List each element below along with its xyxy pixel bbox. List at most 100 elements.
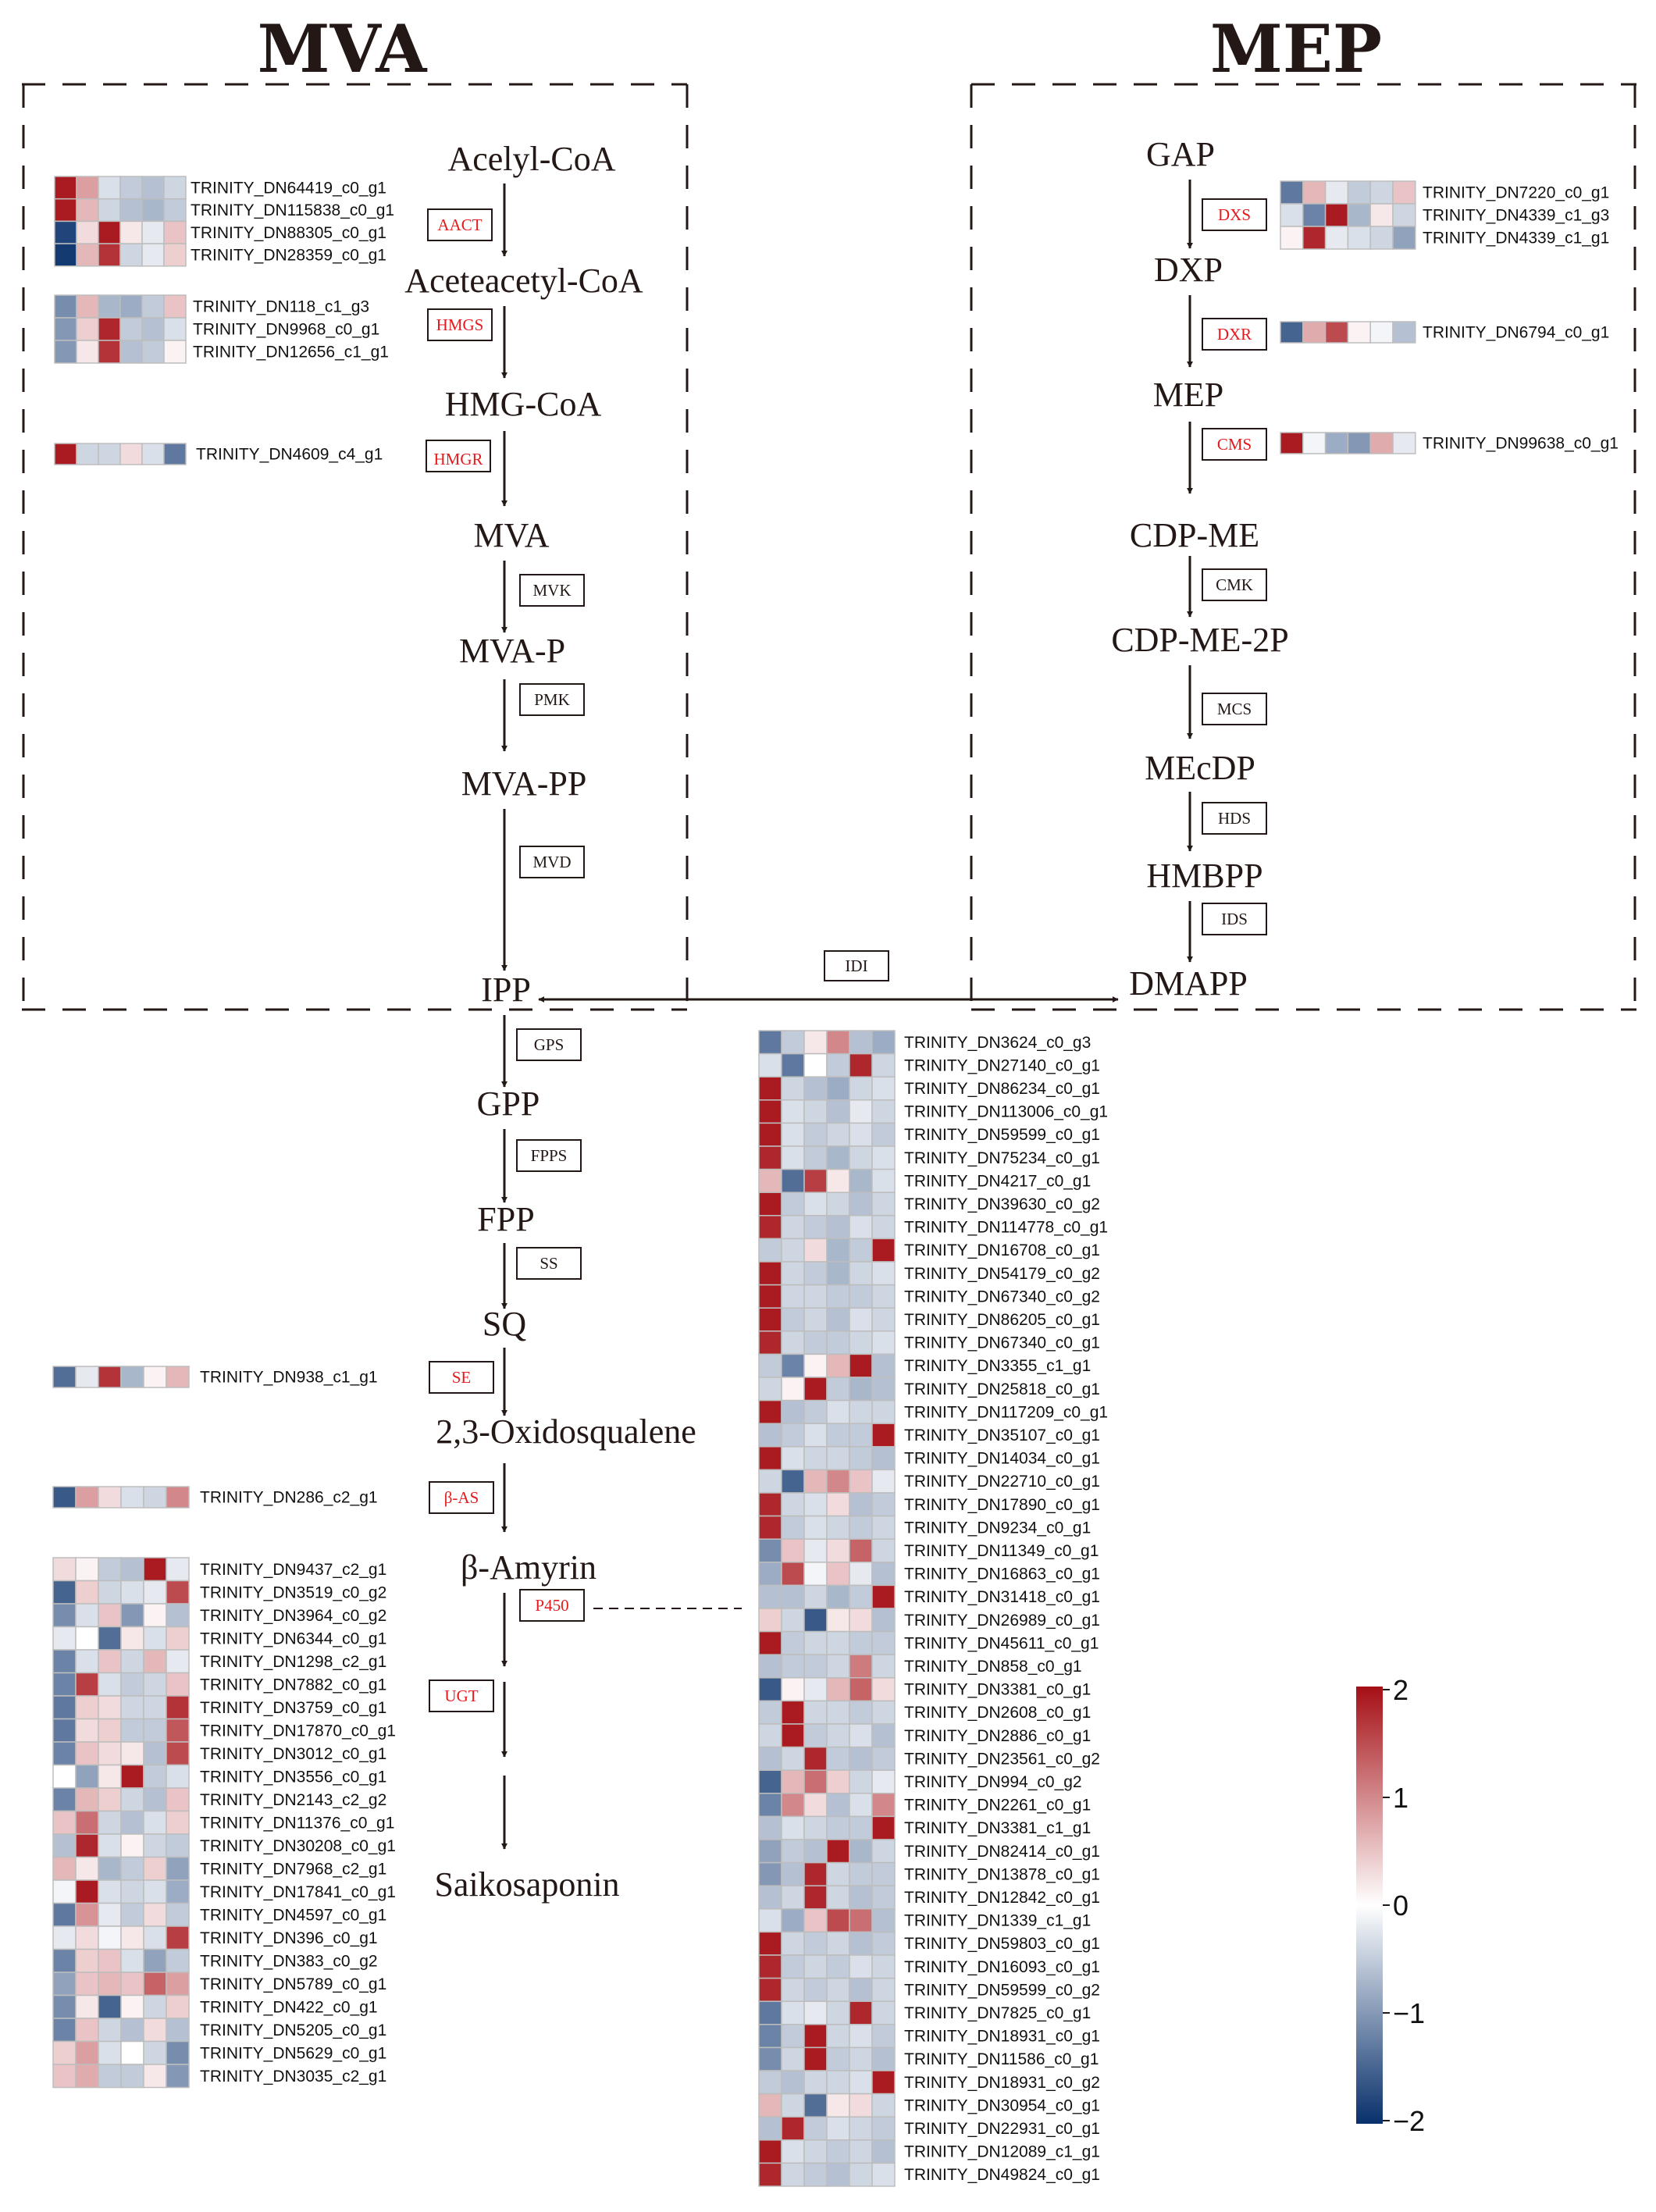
heatmap-cell: [166, 1366, 190, 1388]
heatmap-cell: [871, 1977, 896, 2002]
heatmap-cell: [849, 2000, 873, 2025]
enzyme-pmk: PMK: [519, 683, 585, 716]
heatmap-cell: [98, 1626, 122, 1651]
metabolite-hmbpp: HMBPP: [1146, 857, 1262, 895]
heatmap-cell: [871, 1608, 896, 1633]
heatmap-cell: [803, 1885, 828, 1910]
gene-label: TRINITY_DN23561_c0_g2: [904, 1750, 1100, 1768]
heatmap-cell: [76, 176, 99, 200]
heatmap-cell: [166, 1902, 190, 1927]
heatmap-cell: [849, 2139, 873, 2164]
heatmap-cell: [826, 1030, 850, 1055]
enzyme-label: UGT: [444, 1687, 478, 1705]
heatmap-cell: [871, 1793, 896, 1818]
heatmap-cell: [758, 1700, 782, 1725]
heatmap-cell: [871, 1238, 896, 1263]
enzyme-hmgr: HMGR: [426, 440, 491, 472]
gene-label: TRINITY_DN30954_c0_g1: [904, 2096, 1100, 2114]
heatmap-cell: [119, 443, 143, 465]
heatmap-cell: [871, 1746, 896, 1771]
gene-label: TRINITY_DN22931_c0_g1: [904, 2120, 1100, 2138]
heatmap-cell: [826, 1168, 850, 1193]
heatmap-cell: [781, 1746, 805, 1771]
heatmap-cell: [76, 198, 99, 223]
heatmap-cell: [871, 1515, 896, 1540]
gene-label: TRINITY_DN3519_c0_g2: [200, 1583, 386, 1601]
heatmap-cell: [1347, 203, 1371, 227]
heatmap-aact: TRINITY_DN64419_c0_g1TRINITY_DN115838_c0…: [54, 176, 394, 267]
heatmap-cell: [166, 1764, 190, 1789]
heatmap-cell: [1392, 432, 1416, 454]
heatmap-cell: [781, 2070, 805, 2095]
heatmap-cell: [781, 1469, 805, 1494]
heatmap-cell: [826, 1307, 850, 1332]
gene-label: TRINITY_DN938_c1_g1: [200, 1369, 378, 1387]
gene-label: TRINITY_DN59599_c0_g1: [904, 1126, 1100, 1144]
heatmap-cell: [781, 1030, 805, 1055]
heatmap-cell: [803, 1099, 828, 1124]
heatmap-cell: [52, 1972, 77, 1996]
heatmap-cell: [781, 1284, 805, 1309]
heatmap-cell: [849, 1977, 873, 2002]
heatmap-cell: [781, 1931, 805, 1956]
heatmap-cell: [1280, 321, 1304, 344]
gene-label: TRINITY_DN16708_c0_g1: [904, 1241, 1100, 1259]
heatmap-cell: [781, 1861, 805, 1886]
heatmap-cell: [826, 1353, 850, 1378]
heatmap-cell: [826, 2000, 850, 2025]
heatmap-cell: [119, 198, 143, 223]
heatmap-cell: [826, 1399, 850, 1424]
heatmap-cell: [758, 1908, 782, 1933]
heatmap-cell: [120, 1879, 144, 1904]
enzyme-label: SS: [540, 1254, 557, 1273]
gene-label: TRINITY_DN12089_c1_g1: [904, 2143, 1100, 2161]
heatmap-cell: [54, 198, 77, 223]
heatmap-cell: [803, 1053, 828, 1078]
heatmap-cell: [120, 1787, 144, 1812]
heatmap-cell: [166, 1810, 190, 1835]
heatmap-cell: [166, 1972, 190, 1996]
heatmap-cell: [826, 2162, 850, 2187]
heatmap-cell: [758, 1538, 782, 1563]
heatmap-cell: [826, 2070, 850, 2095]
heatmap-cell: [781, 1654, 805, 1679]
mep-region: [970, 83, 1636, 1011]
mep-enzymes: DXS DXR CMS CMK MCS HDS IDS: [1202, 198, 1267, 935]
heatmap-cell: [849, 1307, 873, 1332]
enzyme-hmgs: HMGS: [427, 308, 493, 341]
heatmap-cell: [75, 2064, 99, 2089]
heatmap-cell: [76, 243, 99, 267]
heatmap-cell: [803, 1423, 828, 1448]
enzyme-cmk: CMK: [1202, 568, 1267, 601]
heatmap-cell: [98, 198, 121, 223]
heatmap-cell: [871, 1377, 896, 1402]
heatmap-cell: [826, 1191, 850, 1216]
gene-label: TRINITY_DN22710_c0_g1: [904, 1473, 1100, 1491]
heatmap-cell: [803, 1215, 828, 1240]
heatmap-cell: [75, 2040, 99, 2065]
heatmap-cell: [166, 1856, 190, 1881]
heatmap-cell: [849, 2070, 873, 2095]
gene-label: TRINITY_DN3381_c0_g1: [904, 1681, 1091, 1699]
enzyme-label: SE: [452, 1368, 472, 1387]
heatmap-cell: [803, 1076, 828, 1101]
heatmap-cell: [803, 1769, 828, 1794]
heatmap-cell: [166, 1626, 190, 1651]
heatmap-cell: [871, 2093, 896, 2118]
heatmap-cell: [871, 1261, 896, 1286]
heatmap-cell: [826, 1608, 850, 1633]
heatmap-cell: [1302, 226, 1327, 250]
heatmap-cell: [120, 1695, 144, 1720]
heatmap-cell: [781, 1446, 805, 1471]
heatmap-cell: [758, 1608, 782, 1633]
heatmap-cell: [758, 1515, 782, 1540]
heatmap-cell: [803, 1793, 828, 1818]
gene-label: TRINITY_DN18931_c0_g1: [904, 2028, 1100, 2046]
heatmap-cell: [143, 1718, 167, 1743]
heatmap-cell: [758, 2093, 782, 2118]
heatmap-cell: [52, 1902, 77, 1927]
enzyme-label: AACT: [437, 216, 482, 234]
heatmap-cell: [871, 2162, 896, 2187]
gene-label: TRINITY_DN6794_c0_g1: [1423, 324, 1609, 342]
heatmap-cell: [75, 1741, 99, 1766]
